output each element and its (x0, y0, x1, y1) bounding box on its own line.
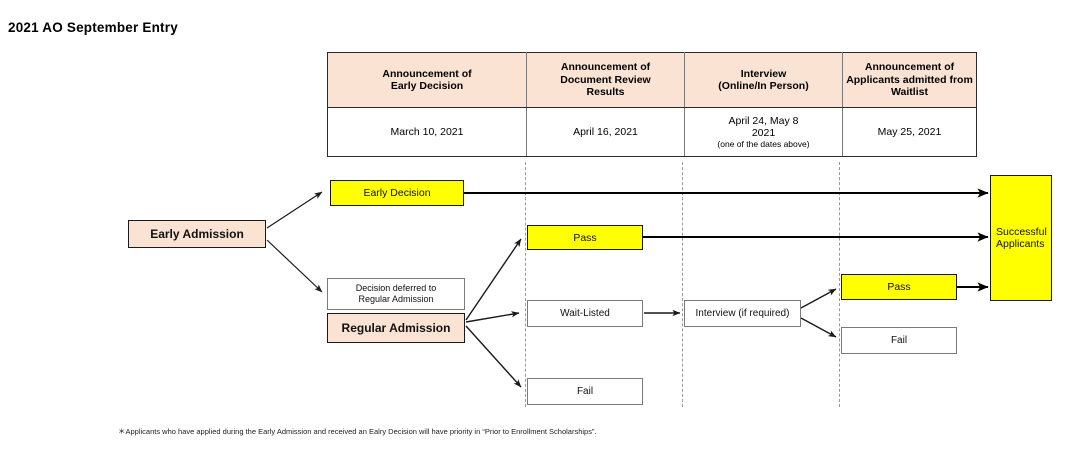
schedule-header-cell-document-review: Announcement of Document Review Results (526, 52, 685, 108)
flow-box-document-review-fail[interactable]: Fail (527, 378, 643, 405)
flow-box-interview[interactable]: Interview (if required) (684, 300, 801, 327)
schedule-date-cell-interview: April 24, May 8 2021 (one of the dates a… (684, 107, 843, 157)
schedule-table: Announcement of Early Decision Announcem… (327, 52, 977, 157)
flow-box-early-decision[interactable]: Early Decision (330, 180, 464, 206)
flow-box-document-review-pass[interactable]: Pass (527, 225, 643, 250)
schedule-header-row: Announcement of Early Decision Announcem… (327, 52, 977, 108)
date-value: April 16, 2021 (573, 126, 638, 138)
guide-line-interview (682, 162, 683, 407)
deferred-line-2: Regular Admission (358, 294, 434, 304)
flow-box-regular-admission[interactable]: Regular Admission (327, 313, 465, 343)
schedule-header-cell-interview: Interview (Online/In Person) (684, 52, 843, 108)
flow-box-interview-fail[interactable]: Fail (841, 327, 957, 354)
schedule-date-cell-document-review: April 16, 2021 (526, 107, 685, 157)
schedule-date-cell-waitlist: May 25, 2021 (842, 107, 977, 157)
schedule-header-cell-waitlist: Announcement of Applicants admitted from… (842, 52, 977, 108)
header-line-2: Applicants admitted from (846, 73, 973, 86)
header-line-2: Early Decision (390, 80, 464, 92)
date-value-line2: 2021 (751, 126, 776, 139)
date-value: May 25, 2021 (877, 126, 942, 138)
header-line-2: (Online/In Person) (718, 80, 809, 92)
header-line-1: Announcement of (382, 67, 472, 80)
schedule-date-row: March 10, 2021 April 16, 2021 April 24, … (327, 107, 977, 157)
successful-line-2: Applicants (996, 238, 1045, 250)
header-line-3: Waitlist (891, 86, 928, 99)
header-line-1: Announcement of (560, 61, 651, 74)
guide-line-document-review (525, 162, 526, 407)
flow-box-early-admission[interactable]: Early Admission (128, 220, 266, 248)
header-line-1: Interview (740, 67, 787, 80)
page-title: 2021 AO September Entry (8, 20, 178, 35)
date-value: April 24, May 8 (728, 114, 799, 127)
flow-box-successful-applicants[interactable]: Successful Applicants (990, 175, 1052, 301)
schedule-header-cell-early-decision: Announcement of Early Decision (327, 52, 527, 108)
schedule-date-cell-early-decision: March 10, 2021 (327, 107, 527, 157)
footnote-text: ＊Applicants who have applied during the … (118, 427, 597, 436)
header-line-3: Results (586, 86, 625, 99)
guide-line-waitlist (839, 162, 840, 407)
date-note: (one of the dates above) (717, 138, 810, 149)
header-line-1: Announcement of (864, 61, 955, 74)
flow-box-wait-listed[interactable]: Wait-Listed (527, 300, 643, 327)
header-line-2: Document Review (560, 73, 651, 86)
deferred-line-1: Decision deferred to (355, 283, 437, 293)
successful-line-1: Successful (996, 225, 1047, 238)
date-value: March 10, 2021 (390, 126, 464, 138)
flow-box-decision-deferred[interactable]: Decision deferred to Regular Admission (327, 278, 465, 310)
flow-box-interview-pass[interactable]: Pass (841, 274, 957, 300)
